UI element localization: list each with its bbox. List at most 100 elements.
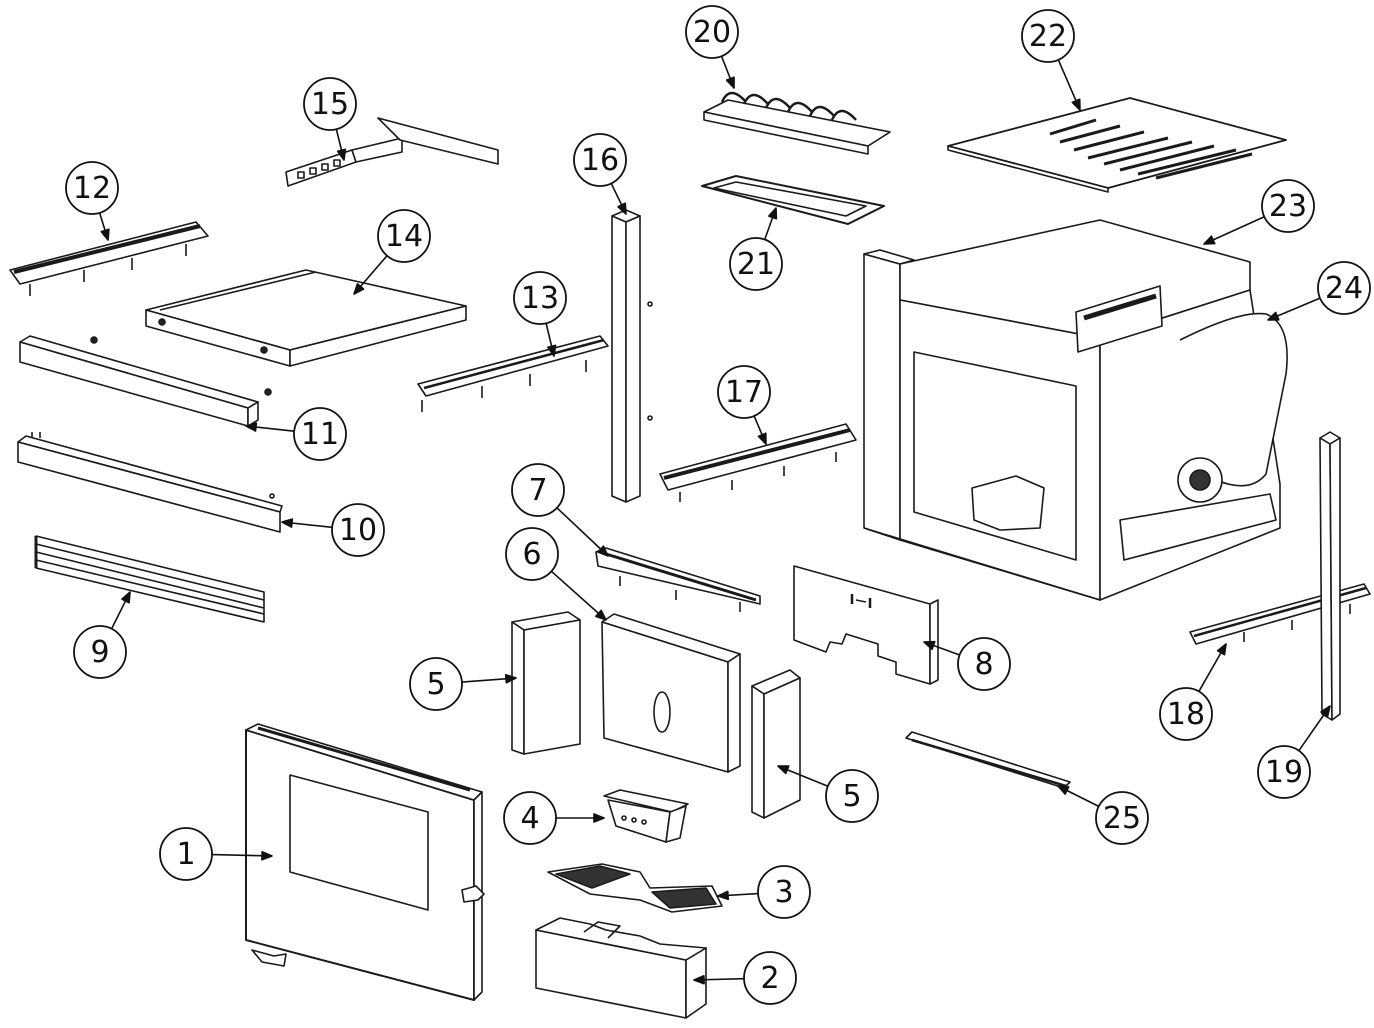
callout-circle [1021,9,1075,63]
part-burn-pot [603,789,689,843]
part-ash-pan [535,917,707,1019]
callout-c23: 23 [1261,179,1315,233]
part-rail-7 [595,547,761,612]
part-baffle-plate [793,565,939,685]
callout-c16: 16 [573,133,627,187]
part-side-brick-left [511,611,581,755]
callout-c6: 6 [505,527,559,581]
leader-arrow-c16 [617,202,627,215]
callout-c25: 25 [1095,791,1149,845]
leader-arrow-c21 [768,207,778,220]
callout-c20: 20 [685,5,739,59]
callout-c5b: 5 [825,769,879,823]
callout-c10: 10 [331,503,385,557]
callout-number: 15 [311,87,349,122]
callout-number: 12 [73,171,111,206]
part-gasket [701,175,885,225]
callout-circle [1159,687,1213,741]
callout-circle [505,527,559,581]
callout-c7: 7 [511,463,565,517]
callout-c14: 14 [377,209,431,263]
callout-c17: 17 [717,365,771,419]
part-top-cover [947,97,1287,193]
part-grille [34,535,265,623]
callout-number: 25 [1103,801,1141,836]
part-post-16 [611,209,653,503]
callout-labels: 1234556789101112131415161718192021222324… [65,5,1371,1005]
callout-circle [511,463,565,517]
leader-line-c6 [550,570,607,621]
callout-number: 13 [521,281,559,316]
leader-arrow-c18 [1216,643,1227,656]
callout-c2: 2 [743,951,797,1005]
leader-arrow-c3 [717,890,730,901]
leader-arrow-c8 [923,640,936,650]
callout-number: 18 [1167,697,1205,732]
part-bracket [285,117,499,187]
callout-number: 1 [176,837,195,872]
leader-arrow-c14 [353,283,365,295]
part-rail-17 [659,423,857,502]
callout-c3: 3 [757,865,811,919]
callout-circle [573,133,627,187]
part-door [245,723,485,1001]
callout-circle [685,5,739,59]
callout-c11: 11 [293,407,347,461]
callout-c24: 24 [1317,261,1371,315]
part-stove-body [863,219,1288,601]
callout-circle [159,827,213,881]
callout-number: 6 [522,537,541,572]
leader-arrow-c5b [777,765,790,775]
callout-number: 22 [1029,19,1067,54]
callout-c19: 19 [1257,745,1311,799]
callout-number: 20 [693,15,731,50]
callout-c1: 1 [159,827,213,881]
callout-number: 3 [774,875,793,910]
callout-c5a: 5 [409,657,463,711]
callout-c9: 9 [73,625,127,679]
leader-arrow-c24 [1267,311,1280,321]
callout-circle [1095,791,1149,845]
leader-arrow-c15 [336,148,347,161]
part-rail-18 [1189,583,1371,645]
callout-number: 10 [339,513,377,548]
callout-number: 14 [385,219,423,254]
leader-arrow-c9 [121,591,131,604]
callout-number: 2 [760,961,779,996]
leader-arrow-c17 [757,432,767,445]
callout-circle [825,769,879,823]
callout-number: 24 [1325,271,1363,306]
leader-arrow-c11 [245,422,258,432]
part-rail-13 [417,335,609,412]
callout-circle [1257,745,1311,799]
leader-arrow-c5a [504,673,517,684]
part-post-19 [1319,431,1341,721]
callout-circle [65,161,119,215]
part-tray [145,269,467,367]
leader-arrow-c25 [1057,785,1070,795]
part-bar-10 [17,432,283,533]
leader-arrow-c12 [100,228,110,241]
callout-c12: 12 [65,161,119,215]
callout-circle [1317,261,1371,315]
part-rail-12 [9,221,209,296]
callout-c8: 8 [957,637,1011,691]
callout-c4: 4 [503,791,557,845]
callout-circle [757,865,811,919]
leader-arrow-c22 [1071,98,1081,111]
leader-arrow-c2 [693,974,705,985]
callout-circle [513,271,567,325]
leader-arrow-c6 [595,609,607,621]
callout-number: 9 [90,635,109,670]
callout-number: 16 [581,143,619,178]
callout-c22: 22 [1021,9,1075,63]
leader-arrow-c19 [1320,705,1331,718]
callout-number: 21 [737,247,775,282]
callout-circle [409,657,463,711]
callout-circle [73,625,127,679]
callout-circle [331,503,385,557]
callout-circle [1261,179,1315,233]
callout-number: 23 [1269,189,1307,224]
callout-number: 17 [725,375,763,410]
